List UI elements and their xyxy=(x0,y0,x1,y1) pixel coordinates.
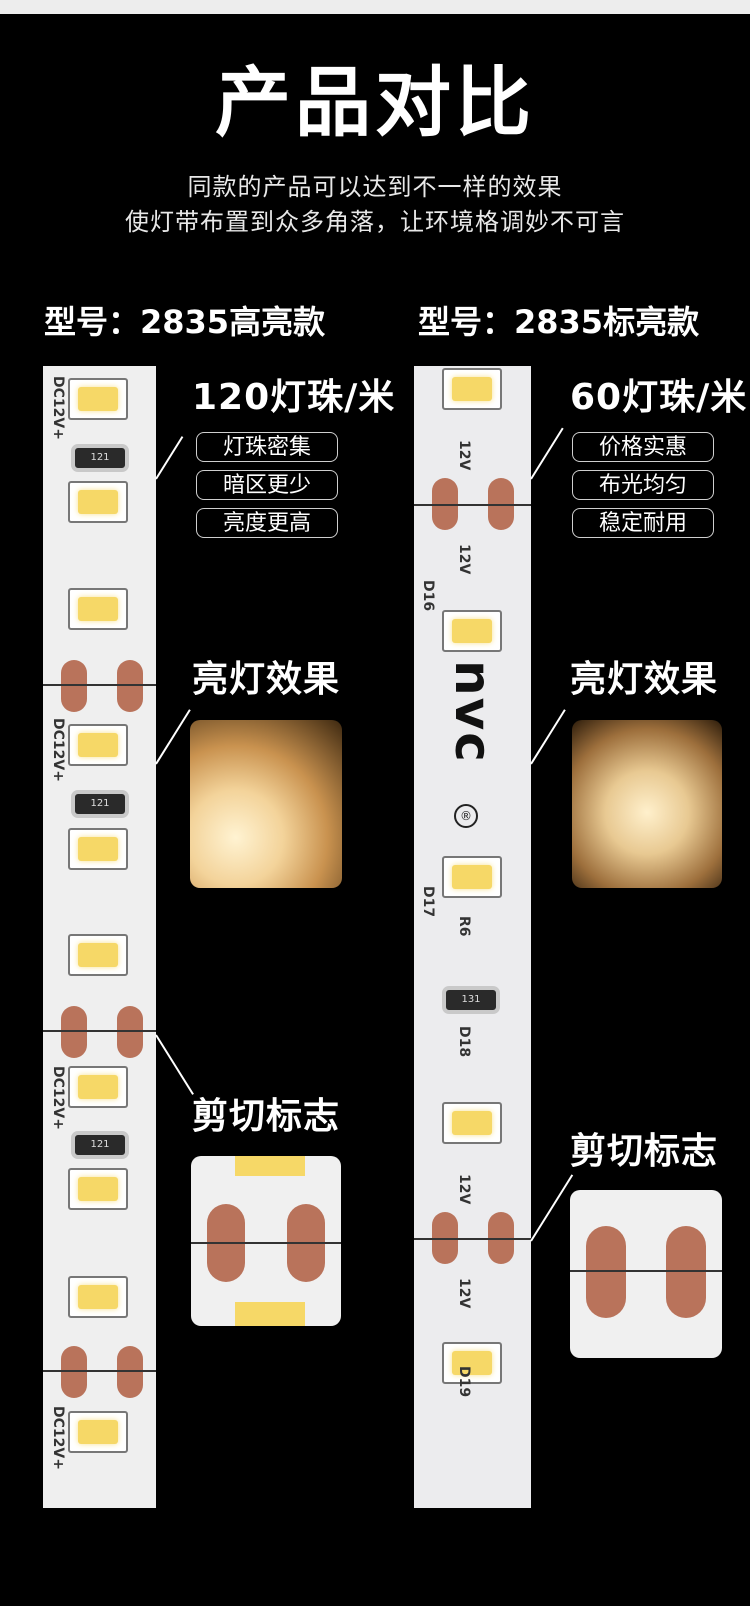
left-effect-heading: 亮灯效果 xyxy=(192,659,341,700)
subtitle-line-1: 同款的产品可以达到不一样的效果 xyxy=(187,173,563,201)
left-effect-connector xyxy=(155,709,191,765)
left-cut-mark-photo xyxy=(191,1156,341,1326)
right-cut-connector xyxy=(530,1174,574,1242)
right-bead-heading: 60灯珠/米 xyxy=(570,377,748,418)
left-tag-2: 暗区更少 xyxy=(196,470,338,500)
left-tag-3: 亮度更高 xyxy=(196,508,338,538)
right-tag-2: 布光均匀 xyxy=(572,470,714,500)
left-model-label: 型号：2835高亮款 xyxy=(44,303,326,341)
right-lit-effect-photo xyxy=(572,720,722,888)
right-tag-3: 稳定耐用 xyxy=(572,508,714,538)
left-cut-heading: 剪切标志 xyxy=(192,1096,341,1137)
right-model-label: 型号：2835标亮款 xyxy=(418,303,700,341)
right-led-strip-image: nvc ® 131 12V 12V D16 D17 R6 D18 12V 12V… xyxy=(414,366,531,1508)
subtitle-line-2: 使灯带布置到众多角落，让环境格调妙不可言 xyxy=(125,208,625,236)
left-bead-connector xyxy=(155,436,184,480)
left-bead-heading: 120灯珠/米 xyxy=(192,377,396,418)
right-tag-1: 价格实惠 xyxy=(572,432,714,462)
left-lit-effect-photo xyxy=(190,720,342,888)
right-effect-connector xyxy=(530,709,566,765)
right-bead-connector xyxy=(530,427,564,480)
top-bar xyxy=(0,0,750,14)
right-effect-heading: 亮灯效果 xyxy=(570,659,719,700)
left-cut-connector xyxy=(155,1034,194,1095)
right-cut-heading: 剪切标志 xyxy=(570,1131,719,1172)
left-tag-1: 灯珠密集 xyxy=(196,432,338,462)
page-title: 产品对比 xyxy=(215,58,535,147)
left-led-strip-image: 121 121 121 DC12V+ DC12V+ DC12V+ DC12V+ xyxy=(43,366,156,1508)
right-cut-mark-photo xyxy=(570,1190,722,1358)
